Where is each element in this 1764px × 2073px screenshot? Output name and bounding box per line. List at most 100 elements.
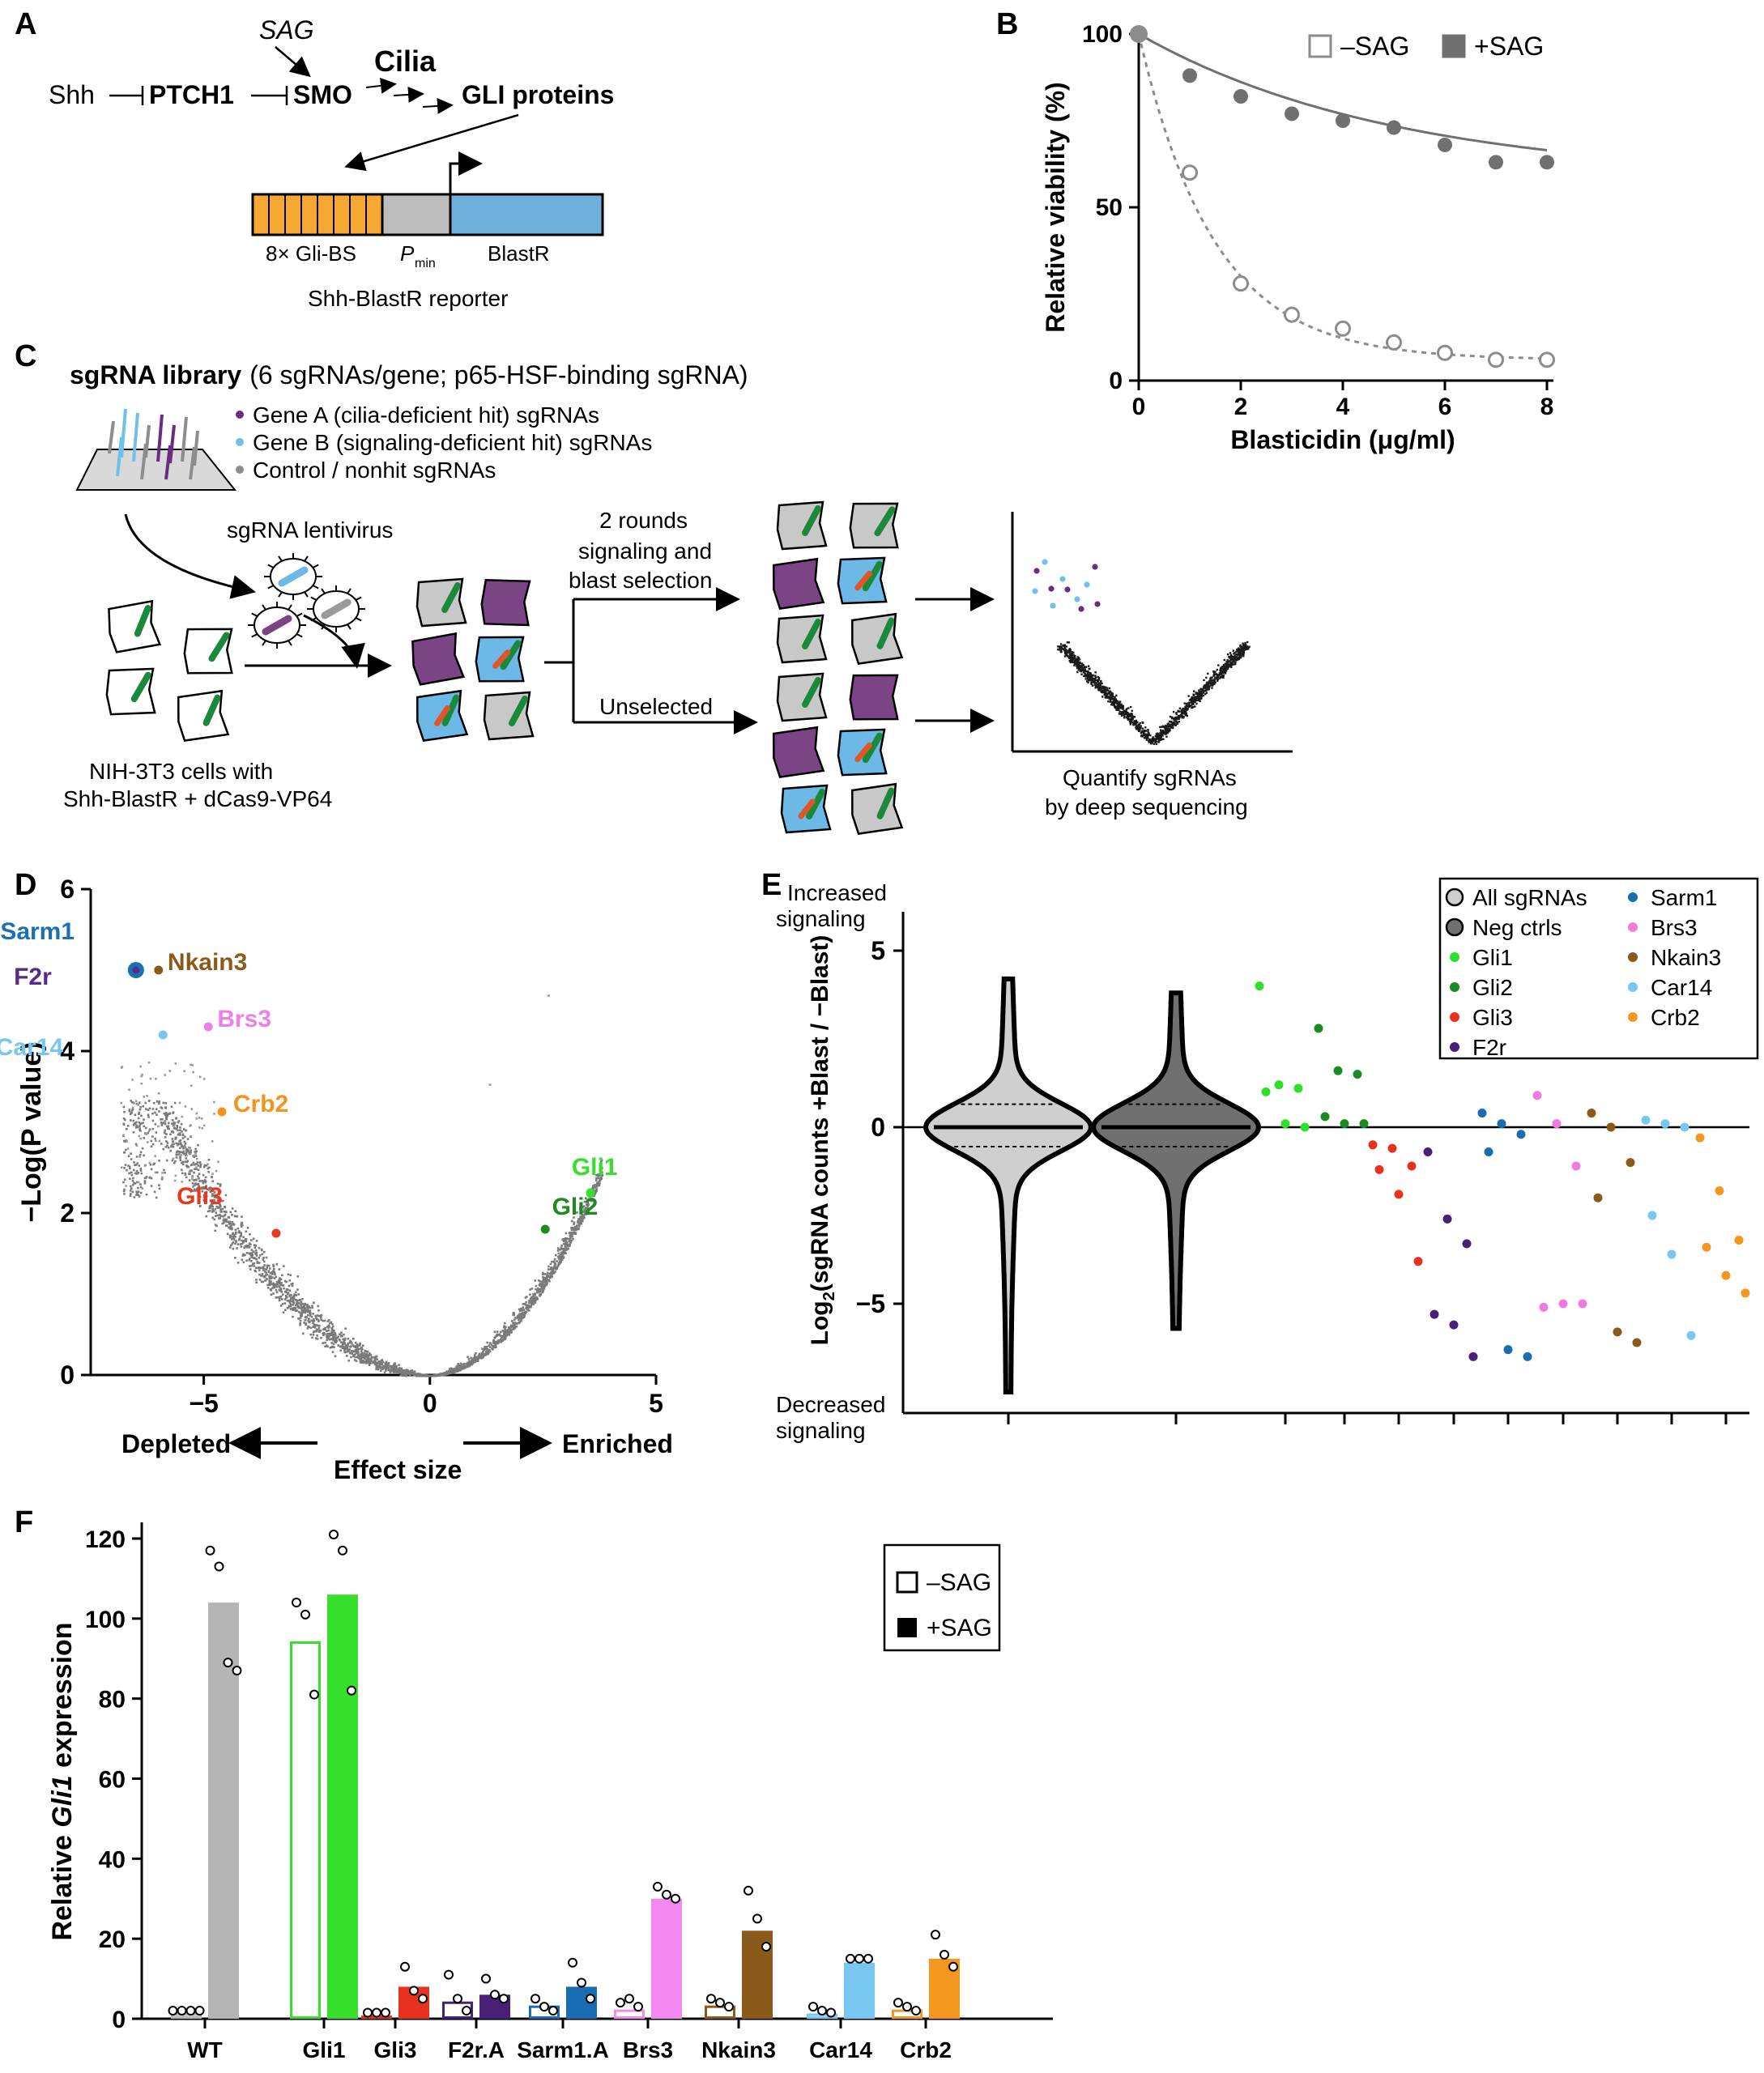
d-point: [129, 1177, 131, 1181]
e-dot-car14: [1680, 1122, 1689, 1132]
d-point: [365, 1360, 369, 1364]
d-point: [573, 1221, 576, 1224]
d-point: [405, 1375, 407, 1377]
mini-volcano-point: [1144, 737, 1146, 739]
mini-volcano-point: [1155, 740, 1158, 743]
d-point: [218, 1217, 220, 1220]
d-point: [137, 1190, 140, 1194]
d-point: [539, 1290, 542, 1293]
d-point: [342, 1338, 344, 1341]
mini-volcano-point: [1071, 661, 1073, 663]
d-point: [370, 1360, 373, 1363]
d-point: [120, 1166, 123, 1168]
e-y-tick-label: 5: [871, 936, 885, 965]
d-point: [424, 1373, 427, 1377]
mini-volcano-point: [1068, 660, 1072, 662]
d-point: [331, 1351, 334, 1353]
d-point: [556, 1260, 558, 1262]
d-point: [131, 1079, 134, 1081]
d-point: [469, 1362, 471, 1365]
d-point: [549, 1262, 552, 1266]
cell-icon: [773, 557, 825, 610]
mini-volcano-point: [1122, 710, 1124, 713]
d-point: [486, 1341, 488, 1344]
d-point: [572, 1227, 575, 1229]
legend-plus-sag-swatch: [1442, 34, 1466, 58]
mini-volcano-point: [1209, 684, 1212, 687]
pmin-label: P: [400, 241, 415, 266]
d-point: [601, 1174, 603, 1177]
d-point: [194, 1190, 196, 1192]
mini-volcano-point: [1141, 735, 1144, 738]
mini-volcano-point: [1161, 738, 1163, 741]
d-point: [330, 1332, 333, 1334]
b-plus-sag-point: [1234, 89, 1248, 104]
d-point: [195, 1112, 198, 1115]
d-point: [182, 1147, 185, 1150]
d-point: [324, 1341, 326, 1344]
d-point: [216, 1198, 219, 1201]
d-point: [143, 1180, 147, 1182]
e-dot-nkain3: [1587, 1109, 1596, 1118]
mini-volcano-point: [1101, 696, 1104, 698]
mini-volcano-point: [1191, 700, 1193, 703]
d-point: [505, 1332, 507, 1335]
mini-volcano-point: [1074, 662, 1076, 666]
d-point: [570, 1239, 573, 1241]
d-point: [296, 1305, 300, 1308]
d-point: [326, 1320, 330, 1322]
d-point: [241, 1224, 244, 1227]
d-point: [360, 1347, 363, 1349]
d-point: [595, 1188, 598, 1190]
d-point: [230, 1238, 233, 1241]
mini-volcano-point: [1094, 684, 1097, 687]
d-point: [275, 1283, 278, 1287]
d-point: [249, 1243, 252, 1245]
mini-volcano-point: [1113, 700, 1115, 703]
d-point: [194, 1147, 197, 1151]
cell-icon: [837, 728, 888, 777]
legend-gene-a-dot: [236, 411, 244, 419]
d-point: [179, 1159, 182, 1161]
d-point: [198, 1195, 202, 1198]
mini-volcano-point: [1215, 677, 1217, 680]
mini-volcano-point: [1121, 707, 1123, 710]
d-point: [543, 1273, 547, 1275]
d-point: [135, 1124, 138, 1127]
e-dot-car14: [1647, 1211, 1657, 1220]
d-point: [271, 1283, 273, 1285]
d-point: [468, 1360, 471, 1363]
mini-volcano-point: [1063, 655, 1067, 658]
panel-f-bars: [168, 1530, 960, 2020]
d-point: [234, 1232, 237, 1235]
d-point: [383, 1371, 386, 1374]
d-point: [129, 1190, 132, 1192]
d-point: [463, 1364, 466, 1367]
d-point: [526, 1304, 529, 1307]
d-point: [525, 1306, 528, 1309]
d-point: [197, 1175, 199, 1177]
d-point: [580, 1209, 583, 1212]
mini-volcano-point: [1136, 721, 1139, 724]
panel-b-letter: B: [996, 7, 1018, 41]
d-point: [147, 1131, 150, 1134]
mini-volcano-point: [1067, 649, 1070, 652]
f-y-tick-label: 60: [99, 1767, 126, 1794]
d-point: [235, 1241, 238, 1243]
b-x-tick-label: 0: [1132, 394, 1146, 420]
d-point: [364, 1353, 367, 1356]
d-point: [190, 1063, 192, 1066]
sgrna-mark: [134, 605, 151, 637]
d-point: [552, 1260, 556, 1263]
d-point: [160, 1177, 164, 1181]
d-point: [486, 1352, 488, 1356]
d-point: [181, 1168, 183, 1171]
mini-volcano-point: [1097, 687, 1100, 690]
d-point: [150, 1139, 153, 1143]
mini-volcano-point: [1137, 725, 1140, 727]
f-point-plus: [948, 1961, 958, 1972]
d-point: [131, 1109, 134, 1112]
d-point: [191, 1174, 194, 1177]
d-point: [454, 1369, 457, 1372]
b-plus-sag-point: [1540, 155, 1554, 170]
